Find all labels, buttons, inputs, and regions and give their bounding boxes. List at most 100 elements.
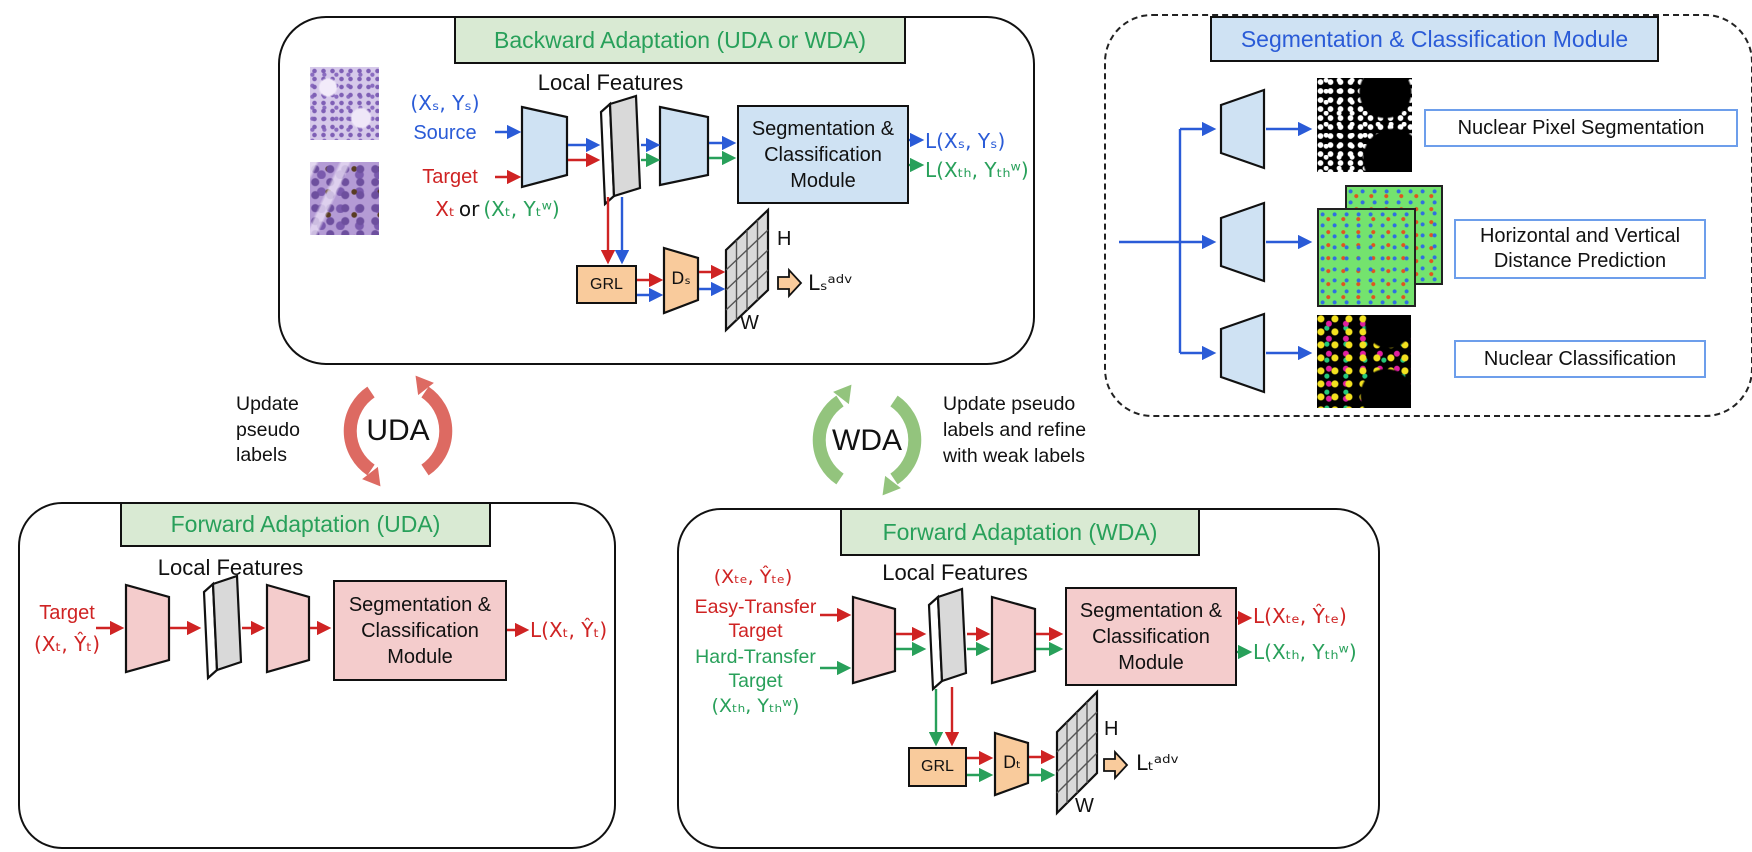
forward-uda-target-label: Target [28,602,106,625]
source-pair-label: (Xₛ, Yₛ) [395,91,495,115]
source-pair-text: (Xₛ, Yₛ) [410,91,480,115]
source-text: Source [413,122,477,144]
h-text: H [1104,718,1119,740]
module-line: Segmentation & [751,117,895,140]
local-features-text: Local Features [537,70,684,95]
backward-grid-width-label: W [740,312,759,335]
forward-wda-title: Forward Adaptation (WDA) [882,518,1158,545]
or-text: or [458,197,480,221]
uda-note-line: labels [236,444,287,466]
module-line: Module [387,645,453,668]
module-line: Segmentation & [348,593,492,616]
easy-pair-text: (Xₜₑ, Ŷₜₑ) [713,566,793,588]
forward-uda-title-banner: Forward Adaptation (UDA) [120,502,491,547]
backward-adaptation-panel [278,16,1035,365]
easy-line: Target [728,620,783,642]
branch-label-line1: Horizontal and Vertical [1479,225,1681,247]
grl-label: GRL [921,758,954,775]
forward-wda-seg-class-module-box: Segmentation & Classification Module [1065,587,1237,686]
nuclear-classification-output-image [1317,315,1411,408]
target-label: Target [410,166,490,189]
target-histology-image [310,162,379,235]
forward-uda-seg-class-module-box: Segmentation & Classification Module [333,580,507,681]
hard-transfer-pair-label: (Xₜₕ, Yₜₕʷ) [703,695,808,717]
uda-note: Update pseudo labels [236,392,300,469]
loss-text: L(Xₜₕ, Yₜₕʷ) [925,158,1029,182]
uda-note-line: Update [236,393,299,415]
discriminator-text: Dₜ [1002,753,1022,773]
local-features-text: Local Features [157,555,304,580]
loss-text: L(Xₜₑ, Ŷₜₑ) [1253,604,1347,628]
backward-title: Backward Adaptation (UDA or WDA) [494,26,866,53]
loss-text: L(Xₜₕ, Yₜₕʷ) [1253,640,1357,664]
backward-source-loss: L(Xₛ, Yₛ) [925,129,1005,153]
forward-wda-grl-box: GRL [908,747,967,787]
module-line: Module [790,169,856,192]
wda-note: Update pseudo labels and refine with wea… [943,391,1086,469]
adv-loss-text: Lₜᵃᵈᵛ [1136,751,1180,775]
wda-note-line: with weak labels [943,445,1085,467]
forward-wda-grid-height-label: H [1104,718,1118,741]
easy-transfer-label: Easy-Transfer Target [688,595,823,643]
easy-transfer-pair-label: (Xₜₑ, Ŷₜₑ) [703,566,803,588]
loss-text: L(Xₜ, Ŷₜ) [530,618,608,642]
module-line: Segmentation & [1079,599,1223,622]
uda-cycle-label: UDA [348,414,448,448]
uda-text: UDA [366,414,430,447]
nuclear-pixel-segmentation-label: Nuclear Pixel Segmentation [1424,109,1738,147]
module-line: Classification [361,619,479,642]
forward-wda-grid-width-label: W [1075,795,1094,818]
forward-wda-hard-loss: L(Xₜₕ, Yₜₕʷ) [1253,640,1357,664]
seg-module-title-banner: Segmentation & Classification Module [1210,16,1659,62]
target-text: Target [422,166,478,188]
hard-transfer-label: Hard-Transfer Target [688,645,823,693]
discriminator-text: Dₛ [671,269,691,289]
nuclear-segmentation-output-image [1317,78,1412,172]
backward-adv-loss-label: Lₛᵃᵈᵛ [808,271,853,295]
wda-text: WDA [832,424,902,457]
forward-uda-local-features-label: Local Features [138,555,323,581]
backward-discriminator-label: Dₛ [664,269,698,289]
forward-wda-adv-loss-label: Lₜᵃᵈᵛ [1136,751,1179,775]
xt-pair-text: (Xₜ, Yₜʷ) [483,197,560,221]
loss-text: L(Xₛ, Yₛ) [925,129,1006,153]
nuclear-classification-label: Nuclear Classification [1454,340,1706,378]
backward-target-loss: L(Xₜₕ, Yₜₕʷ) [925,158,1029,182]
target-text: Target [39,602,95,624]
distance-map-front-image [1317,208,1416,307]
module-line: Module [1118,651,1184,674]
target-pair-text: (Xₜ, Ŷₜ) [33,632,101,656]
uda-note-line: pseudo [236,418,300,441]
forward-uda-loss: L(Xₜ, Ŷₜ) [530,618,607,642]
backward-grid-height-label: H [777,228,791,251]
source-label: Source [405,122,485,145]
branch-label-line2: Distance Prediction [1493,250,1667,272]
hard-line: Target [728,670,783,692]
branch-label-text: Nuclear Classification [1483,347,1677,370]
hard-pair-text: (Xₜₕ, Yₜₕʷ) [711,695,800,717]
wda-note-line: labels and refine [943,419,1087,441]
wda-cycle-label: WDA [817,424,917,458]
backward-grl-box: GRL [576,265,637,304]
w-text: W [740,312,759,334]
module-line: Classification [1092,625,1210,648]
forward-wda-easy-loss: L(Xₜₑ, Ŷₜₑ) [1253,604,1347,628]
distance-prediction-label: Horizontal and Vertical Distance Predict… [1454,219,1706,279]
local-features-text: Local Features [882,560,1028,585]
grl-label: GRL [590,275,623,293]
source-histology-image [310,67,379,140]
forward-uda-panel [18,502,616,849]
branch-label-text: Nuclear Pixel Segmentation [1457,116,1705,139]
adv-loss-text: Lₛᵃᵈᵛ [808,271,854,295]
seg-module-title: Segmentation & Classification Module [1240,25,1629,52]
forward-wda-local-features-label: Local Features [865,560,1045,586]
forward-uda-title: Forward Adaptation (UDA) [170,511,441,537]
forward-uda-target-pair-label: (Xₜ, Ŷₜ) [20,632,114,656]
xt-text: Xₜ [435,197,455,221]
module-line: Classification [764,143,882,166]
forward-wda-discriminator-label: Dₜ [996,753,1028,773]
backward-seg-class-module-box: Segmentation & Classification Module [737,105,909,204]
w-text: W [1075,795,1094,817]
